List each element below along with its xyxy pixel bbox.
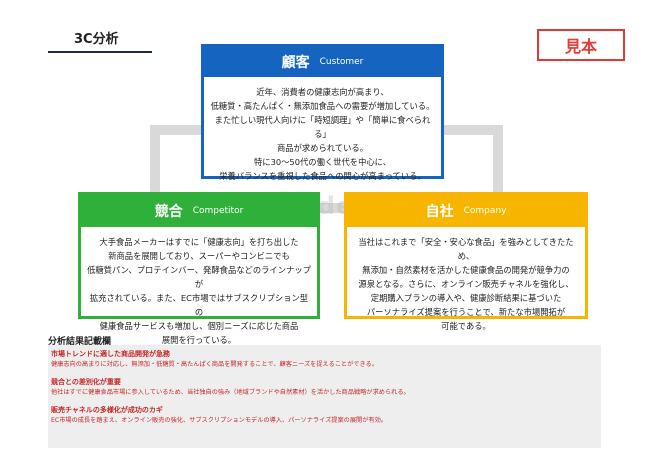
result-item: 市場トレンドに適した商品開発が急務 健康志向の高まりに対応し、無添加・低糖質・高… [51,349,598,370]
results-label: 分析結果記載欄 [48,337,112,347]
competitor-box: 競合 Competitor 大手食品メーカーはすでに「健康志向」を打ち出した 新… [78,192,320,345]
competitor-header: 競合 Competitor [81,195,317,227]
competitor-title: 競合 [154,204,183,220]
company-line: 無添加・自然素材を活かした健康食品の開発が競争力の [362,265,570,275]
company-line: 可能である。 [441,321,491,331]
results-area: 市場トレンドに適した商品開発が急務 健康志向の高まりに対応し、無添加・低糖質・高… [48,345,601,448]
competitor-line: 健康食品サービスも増加し、個別ニーズに応じた商品 [99,321,299,331]
customer-header: 顧客 Customer [204,47,441,77]
competitor-line: 大手食品メーカーはすでに「健康志向」を打ち出した [99,237,299,247]
result-title: 市場トレンドに適した商品開発が急務 [51,350,170,358]
result-item: 競合との差別化が重要 他社はすでに健康食品市場に参入しているため、当社独自の強み… [51,377,598,398]
company-title: 自社 [425,204,454,220]
competitor-title-en: Competitor [192,206,244,216]
customer-line: また忙しい現代人向けに「時短調理」や「簡単に食べられる」 [214,115,431,139]
result-title: 販売チャネルの多様化が成功のカギ [51,406,163,414]
competitor-line: 展開を行っている。 [161,335,237,345]
customer-line: 商品が求められている。 [276,143,369,153]
result-body: 健康志向の高まりに対応し、無添加・低糖質・高たんぱく商品を開発することで、顧客ニ… [51,361,378,368]
company-box: 自社 Company 当社はこれまで「安全・安心な食品」を強みとしてきたため、 … [344,192,588,331]
company-line: 定期購入プランの導入や、健康診断結果に基づいた [370,293,562,303]
customer-body: 近年、消費者の健康志向が高まり、 低糖質・高たんぱく・無添加食品への需要が増加し… [204,77,441,183]
customer-line: 近年、消費者の健康志向が高まり、 [256,87,389,97]
company-title-en: Company [463,206,507,216]
customer-line: 栄養バランスを重視した食品への関心が高まっている。 [219,171,426,181]
result-title: 競合との差別化が重要 [51,378,121,386]
customer-title: 顧客 [281,55,310,71]
company-line: パーソナライズ提案を行うことで、新たな市場開拓が [366,307,566,317]
company-line: 源泉となる。さらに、オンライン販売チャネルを強化し、 [358,279,574,289]
customer-box: 顧客 Customer 近年、消費者の健康志向が高まり、 低糖質・高たんぱく・無… [201,44,444,181]
result-body: EC市場の成長を踏まえ、オンライン販売の強化、サブスクリプションモデルの導入、パ… [51,417,387,424]
result-item: 販売チャネルの多様化が成功のカギ EC市場の成長を踏まえ、オンライン販売の強化、… [51,405,598,426]
customer-line: 低糖質・高たんぱく・無添加食品への需要が増加している。 [210,101,435,111]
competitor-line: 新商品を展開しており、スーパーやコンビニでも [108,251,290,261]
competitor-line: 低糖質パン、プロテインバー、発酵食品などのラインナップが [87,265,311,289]
customer-line: 特に30～50代の働く世代を中心に、 [253,157,392,167]
competitor-line: 拡充されている。また、EC市場ではサブスクリプション型の [89,293,309,317]
company-header: 自社 Company [347,195,585,227]
company-body: 当社はこれまで「安全・安心な食品」を強みとしてきたため、 無添加・自然素材を活か… [347,227,585,333]
company-line: 当社はこれまで「安全・安心な食品」を強みとしてきたため、 [358,237,574,261]
competitor-body: 大手食品メーカーはすでに「健康志向」を打ち出した 新商品を展開しており、スーパー… [81,227,317,347]
sample-stamp: 見本 [537,29,625,61]
result-body: 他社はすでに健康食品市場に参入しているため、当社独自の強み（地域ブランドや自然素… [51,389,410,396]
page-title: 3C分析 [48,28,152,53]
customer-title-en: Customer [319,57,364,67]
